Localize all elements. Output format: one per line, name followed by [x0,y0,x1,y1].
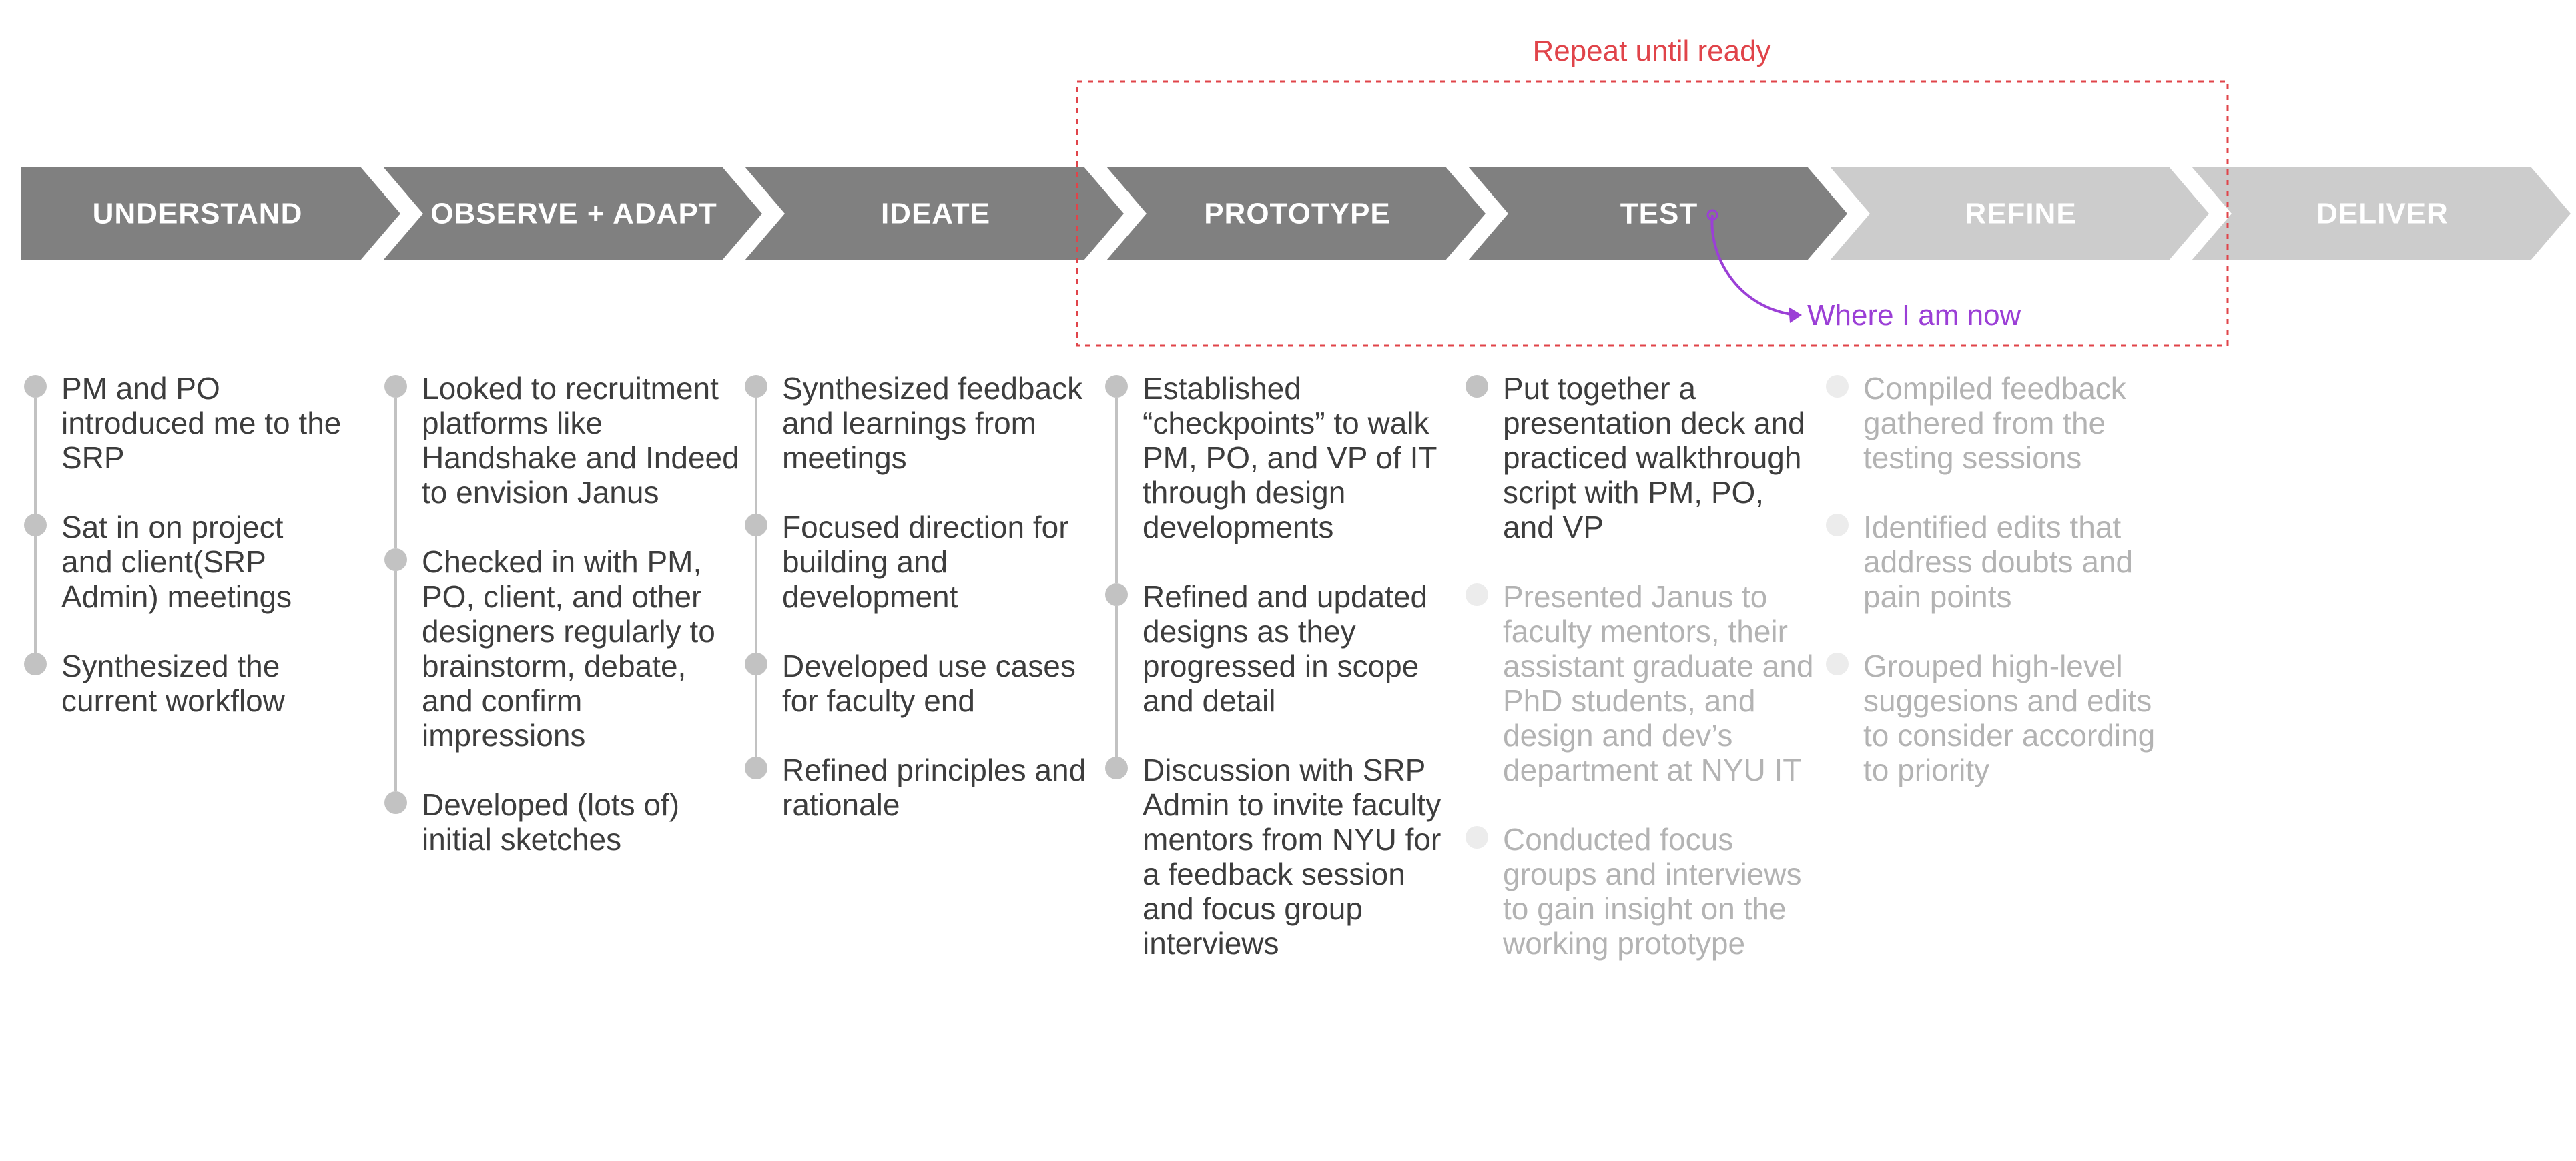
step-dot [745,514,767,536]
step-text: Refined and updated designs as they prog… [1143,579,1428,718]
step-dot [384,791,407,814]
step-dot [1105,757,1128,779]
repeat-loop-box [1076,80,2229,347]
step-item: Discussion with SRP Admin to invite facu… [1102,753,1463,961]
step-text: Established “checkpoints” to walk PM, PO… [1143,371,1437,544]
step-dot [745,757,767,779]
step-item: Looked to recruitment platforms like Han… [382,371,742,548]
step-item: Put together a presentation deck and pra… [1463,371,1823,544]
phase-steps-understand: PM and PO introduced me to the SRP Sat in… [21,371,342,753]
step-connector [34,536,37,653]
step-item: Synthesized feedback and learnings from … [742,371,1102,514]
step-text: Identified edits that address doubts and… [1863,510,2134,614]
step-text: Refined principles and rationale [782,753,1086,822]
step-dot [1466,826,1488,849]
phase-label-ideate: IDEATE [881,198,990,230]
current-position-label: Where I am now [1807,299,2021,332]
step-connector [1115,398,1118,583]
step-dot [1105,375,1128,398]
step-connector [755,536,757,653]
step-connector [394,571,397,791]
step-item: Grouped high-level suggesions and edits … [1823,649,2184,787]
step-dot [745,375,767,398]
step-item: Presented Janus to faculty mentors, thei… [1463,579,1823,787]
phase-chevron-deliver [2192,167,2571,260]
phase-steps-ideate: Synthesized feedback and learnings from … [742,371,1102,857]
step-text: Synthesized the current workflow [61,649,285,718]
step-dot [1826,653,1849,675]
repeat-loop-label: Repeat until ready [1532,35,1771,67]
phase-label-deliver: DELIVER [2316,198,2449,230]
step-text: Sat in on project and client(SRP Admin) … [61,510,292,614]
step-connector [394,398,397,548]
step-dot [1826,375,1849,398]
step-text: Presented Janus to faculty mentors, thei… [1503,579,1814,787]
phase-steps-test: Put together a presentation deck and pra… [1463,371,1823,996]
step-item: Developed use cases for faculty end [742,649,1102,757]
phase-chevron-prototype [1106,167,1486,260]
phase-label-observe-adapt: OBSERVE + ADAPT [430,198,717,230]
phase-label-test: TEST [1620,198,1698,230]
step-item: Established “checkpoints” to walk PM, PO… [1102,371,1463,583]
step-connector [34,398,37,514]
current-position-arrow-head [1789,307,1802,323]
step-dot [24,514,47,536]
phase-chevron-refine [1830,167,2209,260]
step-dot [24,375,47,398]
step-connector [755,398,757,514]
step-dot [745,653,767,675]
current-position-marker [1706,209,1718,221]
step-dot [24,653,47,675]
phase-steps-prototype: Established “checkpoints” to walk PM, PO… [1102,371,1463,996]
phase-chevron-test [1468,167,1847,260]
step-text: Checked in with PM, PO, client, and othe… [422,544,715,753]
step-item: Identified edits that address doubts and… [1823,510,2184,614]
step-item: Compiled feedback gathered from the test… [1823,371,2184,475]
step-text: Developed (lots of) initial sketches [422,787,680,857]
step-text: Synthesized feedback and learnings from … [782,371,1083,475]
step-item: Sat in on project and client(SRP Admin) … [21,510,342,653]
step-text: Developed use cases for faculty end [782,649,1076,718]
step-item: Checked in with PM, PO, client, and othe… [382,544,742,791]
step-text: Put together a presentation deck and pra… [1503,371,1805,544]
step-item: PM and PO introduced me to the SRP [21,371,342,514]
step-text: Looked to recruitment platforms like Han… [422,371,739,510]
phase-label-understand: UNDERSTAND [93,198,303,230]
step-text: Discussion with SRP Admin to invite facu… [1143,753,1441,961]
step-dot [1466,375,1488,398]
phase-label-prototype: PROTOTYPE [1204,198,1391,230]
phase-label-refine: REFINE [1965,198,2076,230]
step-dot [1105,583,1128,606]
phase-steps-refine: Compiled feedback gathered from the test… [1823,371,2184,822]
step-item: Developed (lots of) initial sketches [382,787,742,857]
step-text: Focused direction for building and devel… [782,510,1069,614]
phase-chevron-understand [21,167,400,260]
step-dot [384,375,407,398]
step-item: Conducted focus groups and interviews to… [1463,822,1823,961]
step-item: Refined principles and rationale [742,753,1102,822]
step-item: Focused direction for building and devel… [742,510,1102,653]
step-text: Grouped high-level suggesions and edits … [1863,649,2156,787]
step-item: Synthesized the current workflow [21,649,342,718]
step-text: Compiled feedback gathered from the test… [1863,371,2126,475]
phase-chevron-observe-adapt [383,167,762,260]
phase-steps-observe-adapt: Looked to recruitment platforms like Han… [382,371,742,891]
step-dot [1466,583,1488,606]
step-text: Conducted focus groups and interviews to… [1503,822,1802,961]
step-dot [1826,514,1849,536]
phase-chevron-ideate [745,167,1124,260]
current-position-arrow [1710,214,1796,316]
step-text: PM and PO introduced me to the SRP [61,371,342,475]
step-connector [755,675,757,757]
step-dot [384,548,407,571]
step-connector [1115,606,1118,757]
step-item: Refined and updated designs as they prog… [1102,579,1463,757]
